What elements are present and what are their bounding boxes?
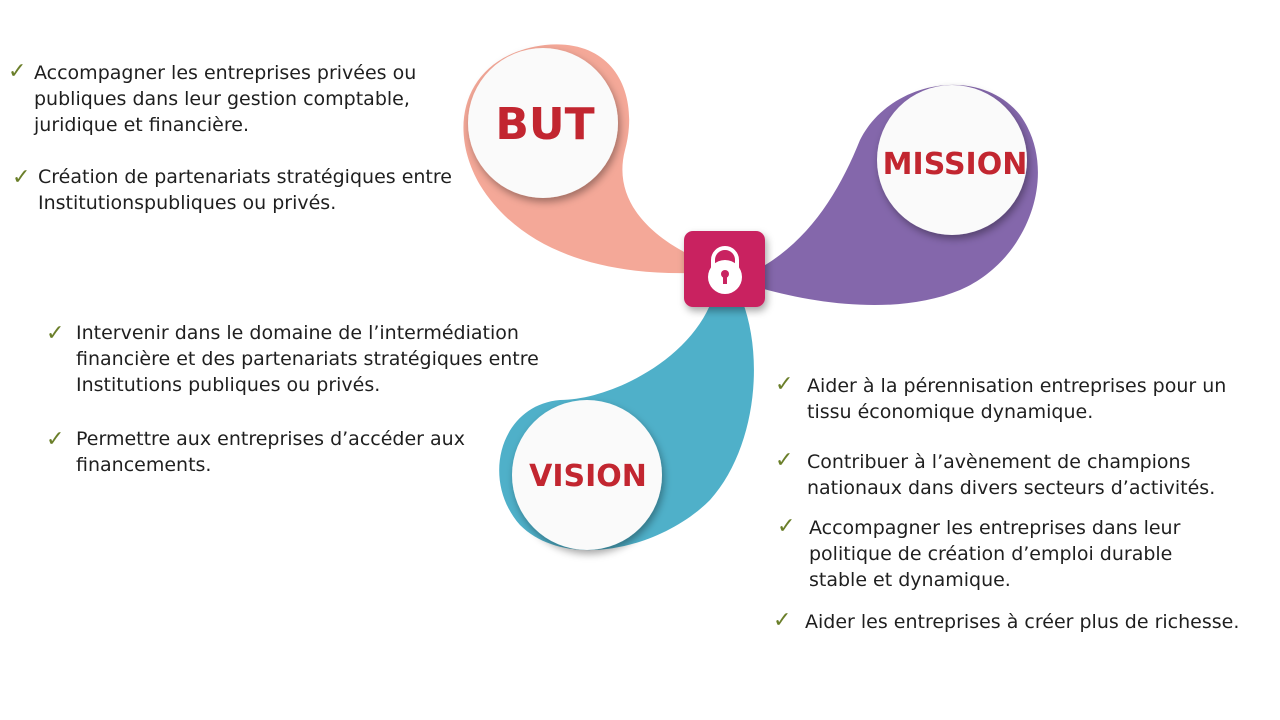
list-item: ✓ Aider les entreprises à créer plus de … (773, 609, 1277, 635)
list-item-text: Aider les entreprises à créer plus de ri… (805, 611, 1240, 633)
vision-list: ✓ Intervenir dans le domaine de l’interm… (46, 320, 566, 478)
but-list: ✓ Accompagner les entreprises privées ou… (8, 60, 454, 216)
vision-label: VISION (529, 459, 647, 494)
list-item: ✓ Accompagner les entreprises privées ou… (8, 60, 454, 164)
checkmark-icon: ✓ (775, 372, 794, 397)
mission-label: MISSION (883, 147, 1028, 182)
list-item: ✓ Aider à la pérennisation entreprises p… (775, 373, 1227, 449)
mission-list: ✓ Aider à la pérennisation entreprises p… (773, 373, 1277, 635)
checkmark-icon: ✓ (773, 608, 792, 633)
list-item: ✓ Contribuer à l’avènement de champions … (775, 449, 1257, 515)
checkmark-icon: ✓ (775, 448, 794, 473)
list-item-text: Permettre aux entreprises d’accéder aux … (76, 428, 465, 476)
list-item-text: Contribuer à l’avènement de champions na… (807, 451, 1216, 499)
list-item: ✓ Création de partenariats stratégiques … (12, 164, 454, 216)
mission-node (877, 85, 1027, 235)
list-item-text: Accompagner les entreprises dans leur po… (809, 517, 1181, 591)
but-node (468, 48, 618, 198)
list-item: ✓ Permettre aux entreprises d’accéder au… (46, 426, 466, 478)
checkmark-icon: ✓ (12, 165, 31, 190)
checkmark-icon: ✓ (46, 321, 65, 346)
but-label: BUT (495, 99, 594, 150)
checkmark-icon: ✓ (8, 59, 27, 84)
checkmark-icon: ✓ (46, 427, 65, 452)
padlock-icon (708, 246, 742, 294)
checkmark-icon: ✓ (777, 514, 796, 539)
list-item-text: Aider à la pérennisation entreprises pou… (807, 375, 1227, 423)
list-item: ✓ Accompagner les entreprises dans leur … (777, 515, 1219, 609)
vision-node (512, 400, 662, 550)
list-item-text: Création de partenariats stratégiques en… (38, 166, 452, 214)
list-item-text: Accompagner les entreprises privées ou p… (34, 62, 417, 136)
list-item-text: Intervenir dans le domaine de l’interméd… (76, 322, 539, 396)
list-item: ✓ Intervenir dans le domaine de l’interm… (46, 320, 566, 426)
